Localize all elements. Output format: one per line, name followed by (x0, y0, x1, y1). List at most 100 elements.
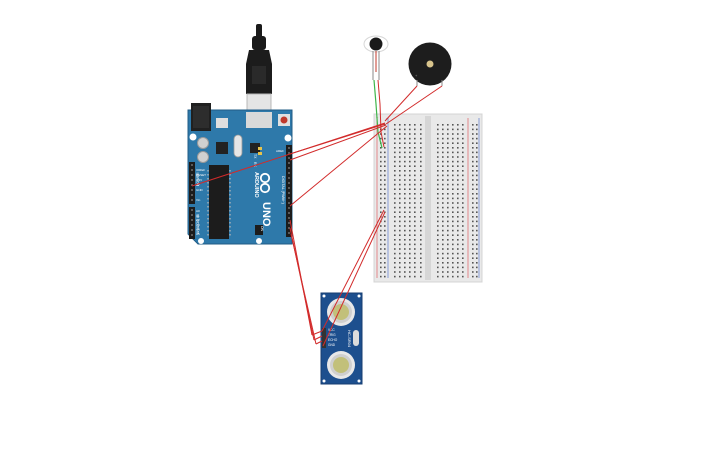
breadboard-hole (420, 216, 422, 218)
breadboard-hole (404, 275, 406, 278)
breadboard-hole (457, 243, 459, 246)
v5-label: 5V (196, 183, 200, 187)
breadboard-hole (472, 225, 474, 227)
transducer-bottom (327, 351, 355, 379)
breadboard-hole (414, 128, 416, 131)
breadboard-hole (380, 174, 382, 177)
breadboard-hole (414, 193, 416, 195)
breadboard-hole (414, 156, 416, 158)
breadboard-hole (462, 202, 464, 204)
breadboard-hole (437, 262, 439, 264)
breadboard-hole (409, 179, 411, 181)
breadboard-hole (476, 188, 478, 190)
breadboard-hole (476, 220, 478, 223)
breadboard-hole (409, 257, 411, 259)
breadboard-hole (380, 229, 382, 232)
breadboard-hole (420, 174, 422, 177)
breadboard-hole (414, 174, 416, 177)
breadboard-hole (384, 151, 386, 154)
breadboard-hole (476, 165, 478, 167)
wire-buzzer-plus (384, 85, 418, 122)
breadboard-hole (394, 257, 396, 259)
breadboard-hole (414, 197, 416, 200)
breadboard-hole (409, 248, 411, 250)
breadboard[interactable]: + - (373, 113, 483, 283)
breadboard-hole (462, 137, 464, 140)
breadboard-hole (420, 239, 422, 241)
breadboard-hole (442, 165, 444, 167)
breadboard-hole (399, 133, 401, 135)
breadboard-hole (476, 197, 478, 200)
breadboard-hole (420, 193, 422, 195)
breadboard-hole (462, 174, 464, 177)
breadboard-hole (457, 266, 459, 269)
breadboard-hole (462, 128, 464, 131)
breadboard-hole (452, 271, 454, 273)
breadboard-hole (420, 188, 422, 190)
breadboard-hole (462, 248, 464, 250)
rx-label: RX (253, 162, 257, 167)
breadboard-hole (384, 275, 386, 278)
breadboard-hole (409, 165, 411, 167)
breadboard-hole (476, 229, 478, 232)
breadboard-hole (457, 183, 459, 186)
gnd-label: GND (196, 188, 204, 192)
breadboard-hole (399, 156, 401, 158)
breadboard-hole (384, 252, 386, 255)
breadboard-hole (437, 206, 439, 209)
breadboard-hole (404, 252, 406, 255)
breadboard-hole (399, 234, 401, 236)
breadboard-hole (442, 275, 444, 278)
breadboard-hole (420, 202, 422, 204)
breadboard-hole (409, 206, 411, 209)
breadboard-hole (442, 183, 444, 186)
microphone-component[interactable] (363, 35, 389, 80)
breadboard-hole (414, 202, 416, 204)
breadboard-hole (447, 147, 449, 149)
breadboard-hole (414, 170, 416, 172)
analog-pin-label: A3 (196, 223, 200, 227)
breadboard-hole (442, 206, 444, 209)
breadboard-hole (437, 243, 439, 246)
v33-label: 3.3V (196, 178, 202, 182)
breadboard-hole (437, 266, 439, 269)
breadboard-hole (414, 248, 416, 250)
breadboard-hole (420, 211, 422, 213)
breadboard-hole (394, 156, 396, 158)
breadboard-hole (420, 142, 422, 144)
breadboard-hole (380, 156, 382, 158)
breadboard-hole (420, 160, 422, 163)
breadboard-hole (442, 160, 444, 163)
breadboard-hole (384, 124, 386, 126)
breadboard-hole (442, 179, 444, 181)
piezo-buzzer[interactable]: + (408, 42, 452, 87)
breadboard-hole (414, 225, 416, 227)
breadboard-hole (472, 165, 474, 167)
breadboard-hole (399, 202, 401, 204)
breadboard-hole (447, 156, 449, 158)
wire-bb-sensor-1 (321, 209, 385, 332)
breadboard-hole (414, 257, 416, 259)
breadboard-hole (414, 211, 416, 213)
breadboard-hole (462, 156, 464, 158)
breadboard-hole (394, 179, 396, 181)
breadboard-hole (457, 257, 459, 259)
breadboard-hole (409, 151, 411, 154)
breadboard-hole (442, 193, 444, 195)
breadboard-hole (384, 202, 386, 204)
arduino-uno-board[interactable]: ARDUINO UNO DIGITAL (PWM~) POWER ANALOG … (187, 103, 293, 245)
breadboard-hole (409, 229, 411, 232)
breadboard-hole (457, 248, 459, 250)
breadboard-hole (442, 220, 444, 223)
breadboard-hole (472, 248, 474, 250)
breadboard-hole (447, 124, 449, 126)
breadboard-hole (420, 266, 422, 269)
breadboard-hole (452, 160, 454, 163)
breadboard-hole (442, 229, 444, 232)
breadboard-hole (409, 266, 411, 269)
breadboard-hole (394, 151, 396, 154)
breadboard-hole (437, 124, 439, 126)
breadboard-hole (476, 179, 478, 181)
breadboard-hole (452, 225, 454, 227)
